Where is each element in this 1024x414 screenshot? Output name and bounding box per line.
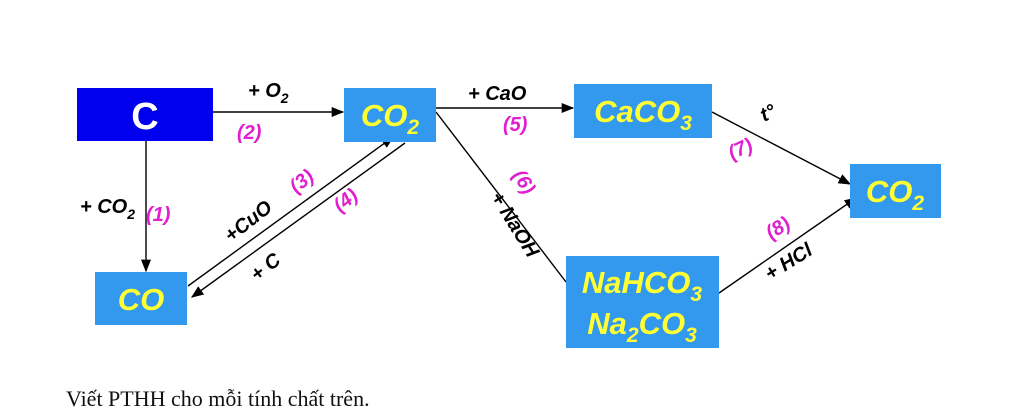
label-naoh: + NaOH (486, 188, 544, 262)
label-to: t° (757, 100, 780, 127)
connectors (140, 102, 858, 298)
node-nahco3-na2co3: NaHCO3 Na2CO3 (566, 256, 719, 348)
label-cao: + CaO (468, 83, 527, 105)
svg-text:CO2: CO2 (866, 174, 925, 215)
svg-text:CO2: CO2 (361, 98, 420, 139)
step-8: (8) (762, 212, 795, 244)
arrow-co-to-co2 (187, 136, 395, 287)
step-1: (1) (146, 204, 171, 226)
arrow-caco3-to-co2 (711, 111, 852, 185)
node-na2co3-sub2: 3 (685, 324, 697, 347)
step-6: (6) (508, 166, 540, 199)
node-c-label: C (131, 96, 158, 138)
arrow-co2-to-co (190, 142, 406, 298)
node-co2-end-label: CO (866, 174, 913, 209)
node-co2-mid-sub: 2 (406, 116, 419, 139)
label-co2: + CO2 (80, 196, 135, 222)
svg-text:NaHCO3: NaHCO3 (582, 265, 703, 306)
node-na2co3-post: CO (639, 306, 686, 341)
line-co2-to-nahco3 (435, 111, 567, 283)
step-3: (3) (286, 165, 319, 198)
label-hcl: + HCl (761, 239, 817, 285)
node-na2co3-pre: Na (587, 306, 627, 341)
arrow-nahco3-to-co2 (718, 197, 858, 294)
svg-text:Na2CO3: Na2CO3 (587, 306, 697, 347)
node-co: CO (95, 272, 187, 325)
node-co2-end: CO2 (850, 164, 941, 218)
node-caco3-label: CaCO (594, 94, 680, 129)
step-2: (2) (237, 122, 262, 144)
label-plus-c: + C (247, 249, 286, 286)
step-4: (4) (330, 184, 363, 217)
node-co2-mid: CO2 (344, 88, 436, 142)
label-o2: + O2 (248, 80, 289, 106)
label-cuo: +CuO (221, 196, 277, 247)
step-5: (5) (503, 114, 528, 136)
node-co-label: CO (118, 282, 165, 317)
node-caco3-sub: 3 (680, 112, 692, 135)
node-caco3: CaCO3 (574, 84, 712, 138)
instruction-caption: Viết PTHH cho mỗi tính chất trên. (66, 386, 370, 411)
node-co2-end-sub: 2 (911, 192, 924, 215)
node-co2-mid-label: CO (361, 98, 408, 133)
svg-text:CaCO3: CaCO3 (594, 94, 692, 135)
step-7: (7) (725, 134, 757, 164)
node-c: C (77, 88, 213, 141)
node-na2co3-sub: 2 (626, 324, 639, 347)
node-nahco3-sub: 3 (690, 283, 702, 306)
node-nahco3-label: NaHCO (582, 265, 691, 300)
